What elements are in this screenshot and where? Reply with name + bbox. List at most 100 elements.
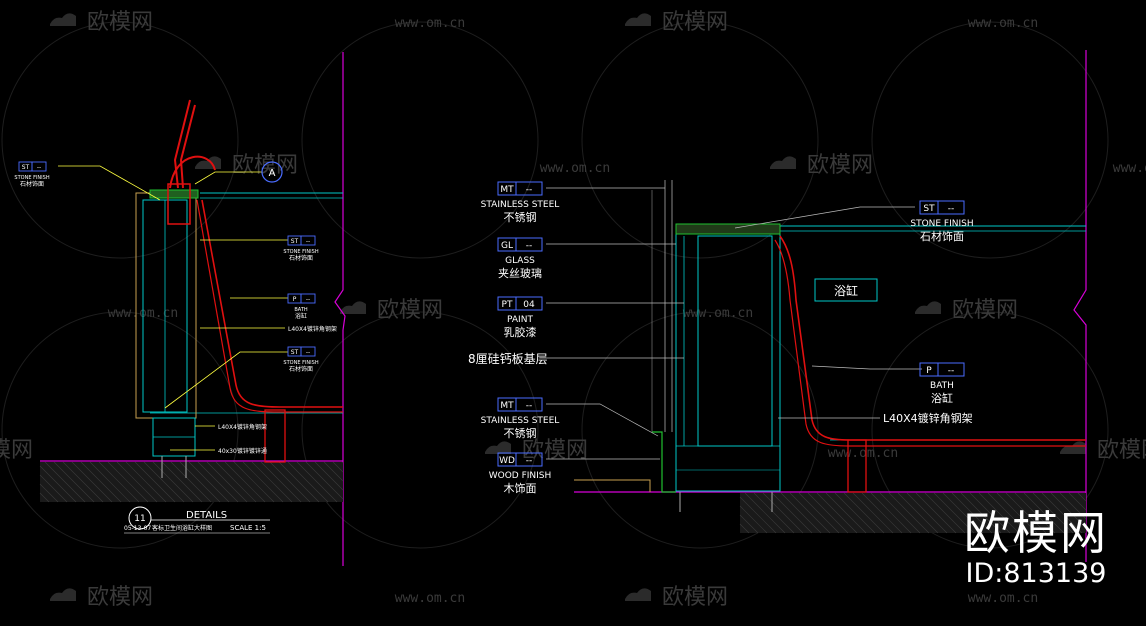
left-cap: [149, 189, 199, 199]
tag-label-cn: 不锈钢: [504, 211, 537, 224]
right-panel-outer: [675, 225, 781, 492]
watermark-ring: [1, 311, 239, 549]
tag-label-en: STONE FINISH: [283, 360, 318, 366]
tag-code: ST: [22, 164, 30, 171]
right-ground-hatch: [739, 492, 1087, 534]
title-sheet: 05-13-07: [124, 525, 151, 532]
watermark-url: www.om.cn: [828, 446, 898, 461]
title-number: 11: [134, 514, 145, 524]
tag-code: WD: [499, 456, 515, 466]
watermark-ring: [581, 21, 819, 259]
tag-label-cn: 夹丝玻璃: [498, 266, 542, 280]
right-callouts: [546, 187, 922, 460]
tag-label-en: STONE FINISH: [283, 249, 318, 255]
tag-value: --: [948, 366, 955, 376]
watermark-ring: [301, 311, 539, 549]
tag-label-en: STONE FINISH: [910, 219, 973, 229]
watermark-brand: 欧模网: [0, 438, 33, 463]
tag-value: --: [306, 349, 310, 356]
watermark-brand: 欧模网: [1097, 438, 1146, 463]
tag-label-en: STAINLESS STEEL: [481, 416, 560, 426]
tag-value: --: [306, 238, 310, 245]
right-panel-inner: [697, 235, 773, 447]
tag-value: --: [948, 204, 955, 214]
tag-label-en: WOOD FINISH: [489, 471, 552, 481]
title-scale: SCALE 1:5: [230, 524, 266, 532]
brand-name: 欧模网: [964, 506, 1108, 560]
section-ref-label: A: [269, 168, 276, 179]
tag-code: ST: [291, 238, 299, 245]
watermark-sofa-icon: [770, 156, 796, 169]
left-support-foot: [264, 409, 286, 463]
watermark-brand: 欧模网: [952, 298, 1018, 323]
tag-label-en: STONE FINISH: [14, 175, 49, 181]
tag-code: ST: [923, 204, 935, 214]
tag-value: 04: [523, 300, 535, 310]
right-detail: 浴缸 MT--STAINLESS STEEL不锈钢GL--GLASS夹丝玻璃PT…: [468, 50, 1087, 562]
watermark-url: www.om.cn: [395, 591, 465, 606]
watermark-ring: [1, 21, 239, 259]
tag-label-en: BATH: [294, 307, 308, 313]
watermark-ring: [871, 311, 1109, 549]
watermark-ring: [581, 311, 819, 549]
tag-label-cn: 乳胶漆: [504, 325, 537, 339]
watermark-layer: 欧模网欧模网欧模网欧模网欧模网欧模网欧模网欧模网欧模网欧模网欧模网www.om.…: [0, 10, 1146, 610]
right-support-foot: [847, 439, 867, 493]
left-ground-hatch: [39, 461, 344, 503]
left-faucet: [169, 99, 216, 189]
watermark-url: www.om.cn: [968, 591, 1038, 606]
tag-value: --: [526, 456, 533, 466]
right-bathtub-wall: [779, 235, 1086, 441]
tag-label-cn: 浴缸: [295, 312, 307, 320]
left-bathtub-wall-inner: [196, 199, 343, 413]
watermark-sofa-icon: [340, 301, 366, 314]
tag-label-cn: 石材饰面: [289, 254, 313, 262]
tag-label-en: PAINT: [507, 315, 533, 325]
left-wall-line: [334, 52, 346, 566]
left-note-frame-2: L40X4镀锌角钢架: [218, 423, 267, 431]
tag-label-en: BATH: [930, 381, 954, 391]
watermark-ring: [871, 21, 1109, 259]
watermark-sofa-icon: [195, 156, 221, 169]
tag-code: MT: [500, 401, 514, 411]
tag-label-en: GLASS: [505, 256, 535, 266]
board-note: 8厘硅钙板基层: [468, 352, 548, 366]
watermark-brand: 欧模网: [662, 585, 728, 610]
right-bathtub-wall-inner: [774, 239, 1086, 447]
tag-label-cn: 不锈钢: [504, 427, 537, 440]
right-cap: [675, 223, 781, 235]
tag-code: PT: [502, 300, 513, 310]
tag-label-cn: 浴缸: [931, 391, 953, 405]
brand-id: ID:813139: [965, 558, 1107, 589]
left-valve: [167, 183, 191, 225]
left-note-tube: 40x30镀锌镀锌通: [218, 447, 267, 455]
watermark-brand: 欧模网: [377, 298, 443, 323]
frame-note: L40X4镀锌角钢架: [883, 411, 973, 425]
watermark-url: www.om.cn: [540, 161, 610, 176]
watermark-url: www.om.cn: [968, 16, 1038, 31]
watermark-sofa-icon: [50, 588, 76, 601]
tag-code: P: [293, 296, 297, 303]
watermark-sofa-icon: [625, 13, 651, 26]
tag-label-cn: 石材饰面: [920, 229, 964, 243]
bath-label: 浴缸: [834, 283, 858, 298]
watermark-sofa-icon: [915, 301, 941, 314]
right-skirting: [652, 431, 676, 493]
left-callouts: [58, 165, 288, 451]
title-number-circle: [128, 506, 152, 530]
tag-code: MT: [500, 185, 514, 195]
watermark-sofa-icon: [50, 13, 76, 26]
watermark-sofa-icon: [1060, 441, 1086, 454]
tag-value: --: [306, 296, 310, 303]
